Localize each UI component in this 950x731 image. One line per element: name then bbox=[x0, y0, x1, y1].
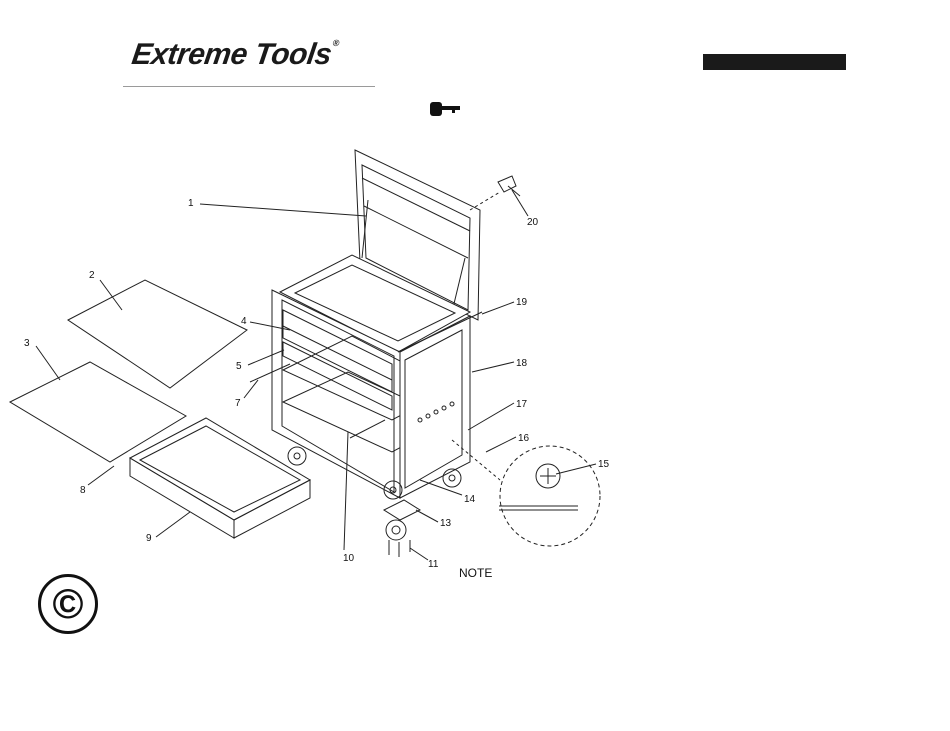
callout-20: 20 bbox=[527, 217, 539, 228]
callout-17: 17 bbox=[516, 399, 528, 410]
callout-9: 9 bbox=[146, 533, 152, 544]
callout-5: 5 bbox=[236, 361, 242, 372]
callout-19: 19 bbox=[516, 297, 528, 308]
callout-2: 2 bbox=[89, 270, 95, 281]
callout-7: 7 bbox=[235, 398, 241, 409]
callout-14: 14 bbox=[464, 494, 476, 505]
callout-11: 11 bbox=[428, 559, 439, 570]
callout-16: 16 bbox=[518, 433, 530, 444]
callout-4: 4 bbox=[241, 316, 247, 327]
callout-1: 1 bbox=[188, 198, 194, 209]
key-icon bbox=[430, 102, 460, 116]
callout-10: 10 bbox=[343, 553, 355, 564]
callout-13: 13 bbox=[440, 518, 452, 529]
note-label: NOTE bbox=[459, 566, 492, 580]
copyright-icon: © bbox=[38, 574, 98, 634]
callout-15: 15 bbox=[598, 459, 610, 470]
callout-8: 8 bbox=[80, 485, 86, 496]
callout-3: 3 bbox=[24, 338, 30, 349]
callout-18: 18 bbox=[516, 358, 528, 369]
